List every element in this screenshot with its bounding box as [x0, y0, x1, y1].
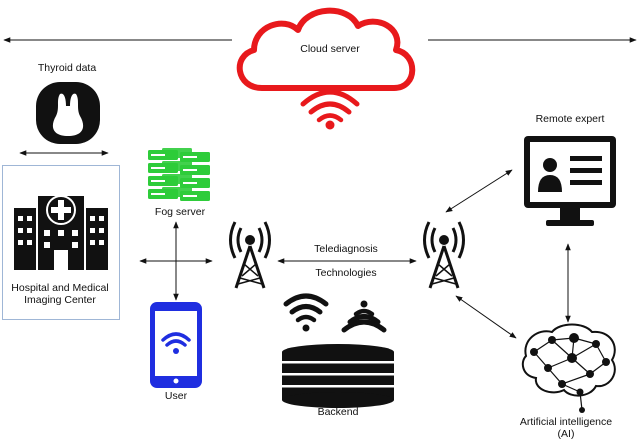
database-icon	[282, 344, 394, 408]
radio-tower-icon	[423, 221, 465, 289]
backend-label: Backend	[317, 406, 359, 418]
ai-arrow	[455, 295, 517, 339]
hospital-label-line1: Hospital and Medical	[11, 282, 109, 294]
ai-label-line1: Artificial intelligence	[519, 416, 613, 428]
hospital-icon	[14, 195, 108, 270]
smartphone-wifi-icon	[150, 302, 202, 388]
thyroid-icon	[36, 82, 100, 144]
wifi-icon	[283, 293, 329, 332]
telediagnosis-label: Telediagnosis	[314, 243, 378, 255]
radio-tower-icon	[229, 221, 271, 289]
monitor-user-icon	[524, 136, 616, 226]
cloud-server-label: Cloud server	[300, 43, 360, 55]
hospital-label-line2: Imaging Center	[24, 294, 96, 306]
expert-arrow	[445, 169, 513, 213]
brain-network-icon	[521, 323, 616, 413]
technologies-label: Technologies	[315, 267, 377, 279]
fog-server-label: Fog server	[154, 206, 206, 218]
ai-label-line2: (AI)	[557, 428, 575, 440]
remote-expert-label: Remote expert	[535, 113, 605, 125]
thyroid-data-label: Thyroid data	[37, 62, 97, 74]
wifi-icon	[341, 300, 387, 333]
hospital-panel	[2, 165, 120, 320]
user-label: User	[164, 390, 188, 402]
cloud-wifi-icon	[236, 7, 416, 130]
server-rack-icon	[148, 148, 210, 201]
